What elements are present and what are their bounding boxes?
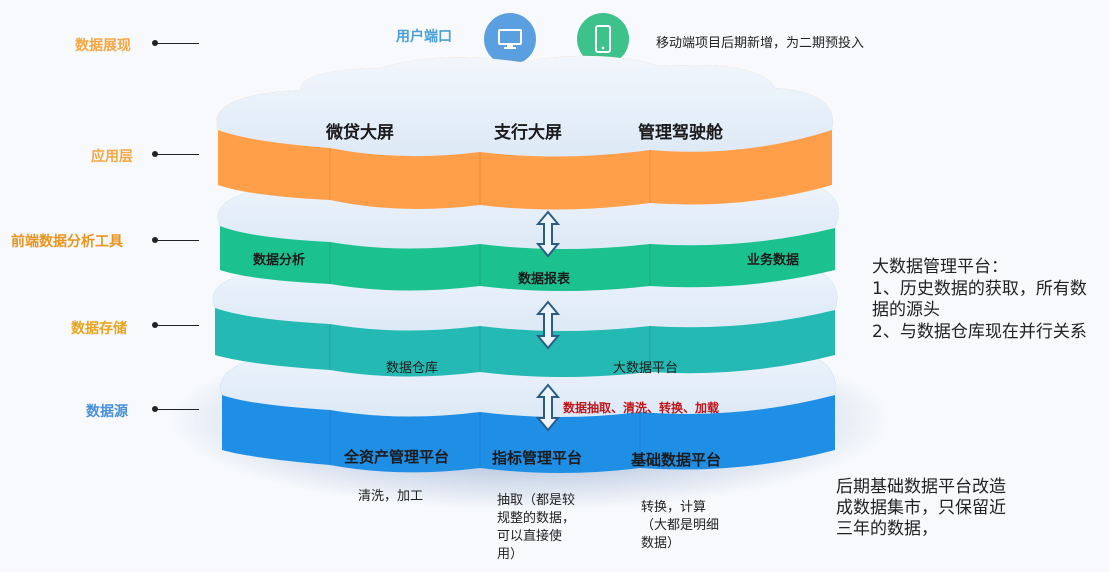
base-platform-note: 后期基础数据平台改造成数据集市，只保留近三年的数据，	[836, 477, 1006, 539]
storage-data-warehouse: 数据仓库	[386, 361, 439, 376]
source-base-data-platform: 基础数据平台	[631, 451, 722, 469]
tools-data-analysis: 数据分析	[253, 253, 306, 268]
desktop-icon	[484, 13, 536, 65]
layer-label-storage: 数据存储	[71, 321, 127, 337]
tools-data-report: 数据报表	[518, 272, 571, 287]
leader-line	[155, 325, 199, 326]
mobile-note: 移动端项目后期新增，为二期预投入	[656, 36, 865, 51]
etl-label: 数据抽取、清洗、转换、加载	[563, 401, 720, 415]
leader-line	[155, 240, 199, 241]
tools-business-data: 业务数据	[747, 253, 800, 268]
app-item-management-cockpit: 管理驾驶舱	[638, 123, 723, 143]
source-asset-platform: 全资产管理平台	[344, 448, 450, 466]
app-item-microloan-screen: 微贷大屏	[326, 123, 394, 143]
layer-label-tools: 前端数据分析工具	[11, 234, 123, 250]
bigdata-note-title: 大数据管理平台：	[872, 257, 1008, 277]
note-transform: 转换，计算（大都是明细数据）	[641, 500, 720, 551]
note-cleaning: 清洗，加工	[358, 489, 424, 504]
source-indicator-platform: 指标管理平台	[492, 449, 583, 467]
app-item-branch-screen: 支行大屏	[494, 123, 562, 143]
layer-label-display: 数据展现	[75, 38, 131, 54]
leader-line	[155, 43, 199, 44]
note-extraction: 抽取（都是较规整的数据，可以直接使用）	[497, 493, 576, 562]
storage-bigdata-platform: 大数据平台	[613, 361, 679, 376]
mobile-phone-icon	[577, 13, 629, 65]
bigdata-note-line2: 2、与数据仓库现在并行关系	[872, 322, 1087, 342]
layer-label-source: 数据源	[86, 404, 128, 420]
user-port-label: 用户端口	[396, 29, 452, 45]
leader-line	[155, 154, 199, 155]
layer-label-application: 应用层	[91, 149, 133, 165]
bigdata-note-line1: 1、历史数据的获取，所有数据的源头	[872, 279, 1087, 320]
